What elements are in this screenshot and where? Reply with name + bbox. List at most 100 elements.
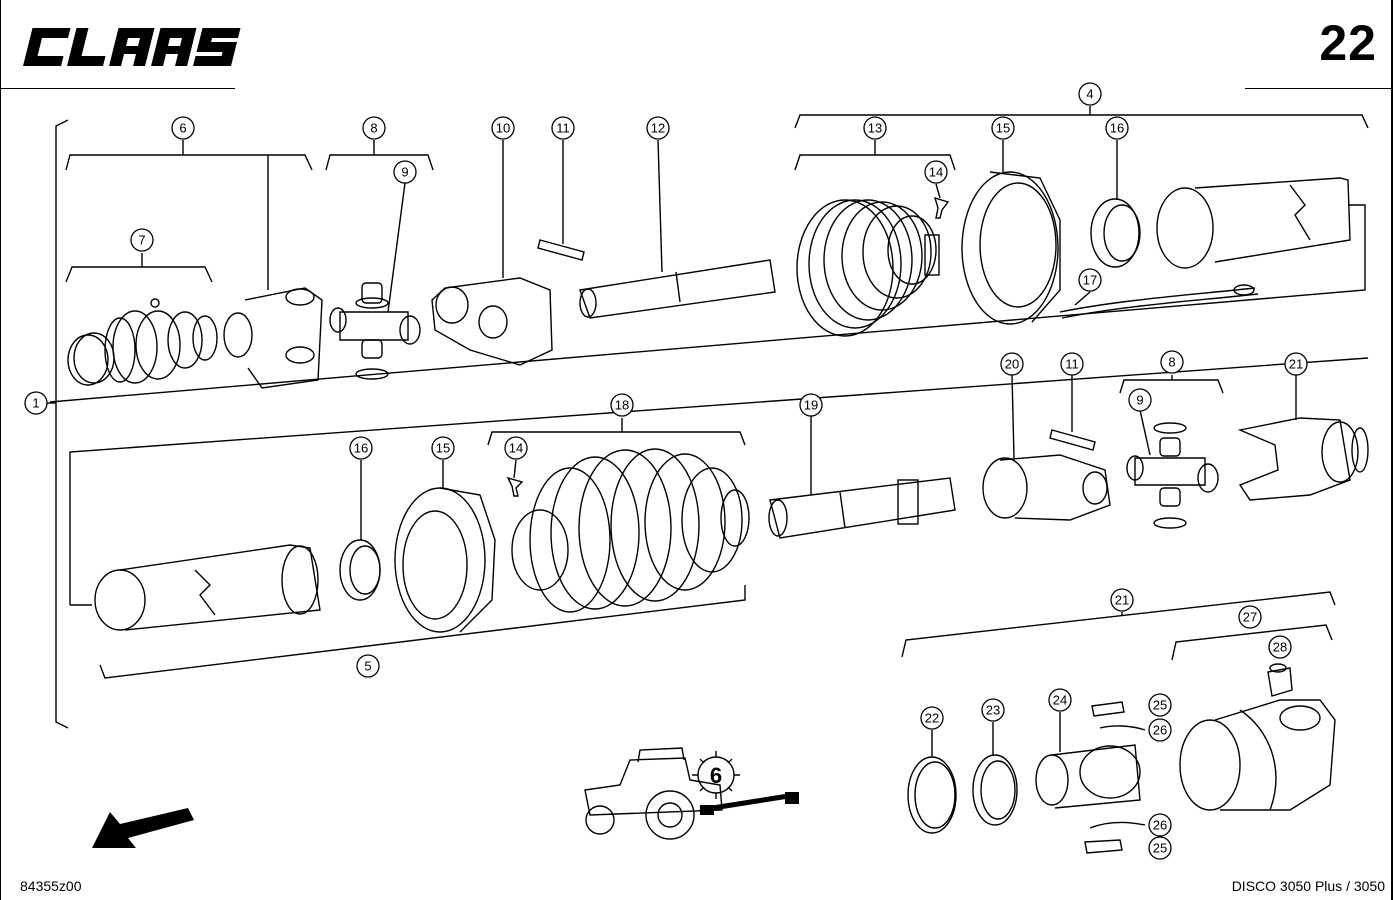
callout-8: 8 — [362, 116, 386, 140]
drive-shaft-icon — [699, 792, 799, 815]
part-8-9-cross-lower — [1126, 409, 1219, 529]
header-rule-right — [1245, 88, 1393, 89]
callout-27: 27 — [1238, 605, 1262, 629]
callout-label: 17 — [1083, 273, 1097, 288]
bracket-5 — [99, 585, 746, 679]
part-16-bearing-ring-upper — [1090, 140, 1141, 268]
part-12-inner-tube — [579, 139, 776, 319]
callout-7: 7 — [130, 228, 154, 252]
callout-21: 21 — [1284, 352, 1308, 376]
bracket-27 — [1171, 624, 1333, 661]
callout-label: 9 — [1136, 393, 1143, 408]
part-19-inner-tube — [768, 416, 956, 539]
part-26-spring-upper — [1099, 725, 1146, 731]
part-25-key-lower — [1084, 839, 1123, 854]
part-14-screw-lower — [506, 459, 524, 497]
callout-label: 22 — [925, 711, 939, 726]
callout-24: 24 — [1048, 688, 1072, 712]
right-border — [1391, 0, 1393, 900]
callout-label: 5 — [364, 659, 371, 674]
callout-15: 15 — [431, 436, 455, 460]
callout-label: 1 — [32, 396, 39, 411]
callout-13: 13 — [863, 116, 887, 140]
lower-tube-outline — [69, 357, 1369, 605]
left-border — [0, 0, 1, 900]
part-18-protection-bellow — [511, 448, 750, 613]
callout-20: 20 — [1000, 352, 1024, 376]
callout-label: 10 — [496, 121, 510, 136]
part-20-inner-yoke-lower — [982, 374, 1111, 521]
callout-label: 21 — [1289, 357, 1303, 372]
bracket-18 — [487, 431, 746, 446]
callout-label: 12 — [651, 121, 665, 136]
callout-28: 28 — [1268, 635, 1292, 659]
callout-11: 11 — [551, 116, 575, 140]
part-28-lube-nipple — [1267, 663, 1293, 697]
callout-label: 9 — [401, 165, 408, 180]
callout-label: 25 — [1153, 841, 1167, 856]
part-7-seal-rings — [67, 298, 218, 386]
callout-21: 21 — [1110, 588, 1134, 612]
callout-16: 16 — [1105, 116, 1129, 140]
callout-label: 11 — [1065, 357, 1079, 372]
callout-16: 16 — [349, 436, 373, 460]
part-17-chain — [1059, 284, 1259, 319]
part-27-yoke — [1179, 699, 1336, 811]
bracket-21 — [901, 591, 1336, 658]
callout-1: 1 — [24, 391, 48, 415]
brace-1 — [55, 119, 69, 729]
part-24-hub — [1035, 712, 1141, 809]
callout-label: 14 — [929, 165, 943, 180]
callout-label: 8 — [1168, 355, 1175, 370]
callout-label: 28 — [1273, 640, 1287, 655]
part-22-circlip — [907, 730, 957, 834]
callout-23: 23 — [981, 698, 1005, 722]
callout-label: 15 — [436, 441, 450, 456]
callout-9: 9 — [1128, 388, 1152, 412]
bracket-7 — [65, 266, 213, 283]
drawing-id: 84355z00 — [20, 878, 82, 894]
part-10-inner-yoke — [431, 140, 553, 366]
callout-26: 26 — [1148, 718, 1172, 742]
callout-label: 18 — [615, 398, 629, 413]
bracket-8-lower — [1119, 379, 1224, 394]
part-21-outer-yoke — [1237, 375, 1369, 501]
callout-26: 26 — [1148, 813, 1172, 837]
callout-25: 25 — [1148, 836, 1172, 860]
callout-label: 24 — [1053, 693, 1067, 708]
part-outer-tube-lower — [94, 544, 321, 631]
callout-label: 7 — [138, 233, 145, 248]
callout-label: 16 — [1110, 121, 1124, 136]
bracket-6 — [65, 154, 313, 171]
model-name: DISCO 3050 Plus / 3050 — [1231, 878, 1385, 894]
callout-5: 5 — [356, 654, 380, 678]
callout-label: 25 — [1153, 698, 1167, 713]
callout-25: 25 — [1148, 693, 1172, 717]
part-6-yoke — [223, 287, 323, 389]
part-11-pin-upper — [537, 140, 585, 261]
callout-label: 23 — [986, 703, 1000, 718]
bracket-4 — [794, 114, 1369, 129]
claas-logo — [23, 28, 241, 66]
part-8-9-cross-upper — [329, 182, 421, 380]
callout-label: 6 — [179, 121, 186, 136]
callout-label: 27 — [1243, 610, 1257, 625]
callout-12: 12 — [646, 116, 670, 140]
tractor-icon — [584, 747, 723, 840]
part-outer-tube-upper — [1156, 177, 1351, 269]
part-16-bearing-ring-lower — [339, 460, 381, 601]
callout-label: 11 — [556, 121, 570, 136]
callout-label: 20 — [1005, 357, 1019, 372]
part-15-guard-cone-lower — [394, 460, 496, 633]
part-15-guard-cone-upper — [961, 140, 1061, 325]
header-rule-left — [0, 88, 235, 89]
bracket-8-upper — [325, 154, 434, 171]
callout-label: 15 — [996, 121, 1010, 136]
gear-icon-label: 6 — [710, 763, 722, 788]
callout-19: 19 — [799, 393, 823, 417]
callout-label: 14 — [509, 441, 523, 456]
callout-4: 4 — [1078, 82, 1102, 106]
callout-22: 22 — [920, 706, 944, 730]
